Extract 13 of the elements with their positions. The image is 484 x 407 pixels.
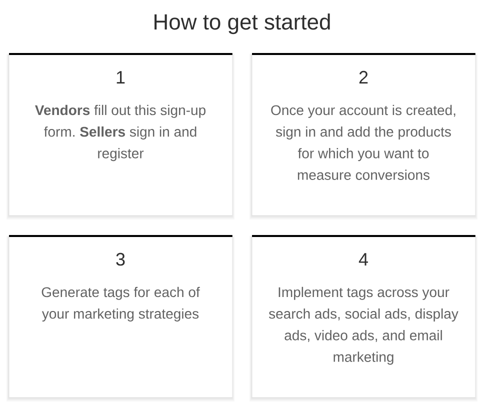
- step-card: [250, 53, 478, 220]
- step-number: 1: [116, 71, 125, 84]
- step-number: 4: [358, 253, 368, 266]
- step-number: 2: [359, 70, 368, 84]
- step-card: [6, 53, 234, 220]
- step-text: Vendors fill out this sign-up form. Sellers sign in and register: [35, 104, 206, 162]
- step-card: [6, 235, 234, 402]
- step-text: Generate tags for each of your marketing strategies: [42, 286, 200, 322]
- step-text: Once your account is created, sign in and add the products for which you want to measure conversions: [271, 104, 456, 180]
- step-number: 3: [116, 252, 125, 266]
- step-text: Implement tags across your search ads, social ads, display ads, video ads, and email marketing: [268, 286, 458, 365]
- heading: How to get started: [154, 14, 330, 34]
- step-card: [250, 235, 478, 402]
